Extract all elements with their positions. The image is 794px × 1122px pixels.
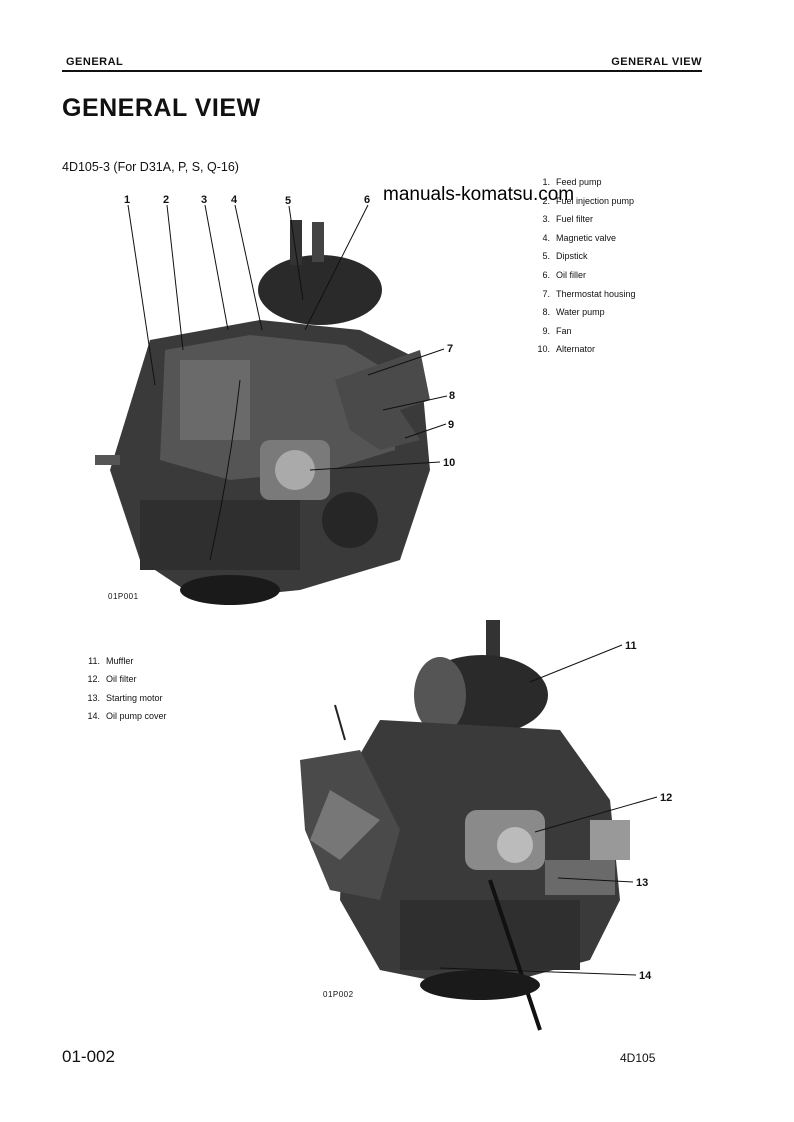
legend-item: 1. Feed pump bbox=[532, 173, 636, 192]
legend-item: 13. Starting motor bbox=[82, 689, 167, 707]
legend-item-label: Fan bbox=[556, 325, 572, 336]
legend-item: 5. Dipstick bbox=[532, 247, 636, 266]
legend-list-top: 1. Feed pump 2. Fuel injection pump 3. Fuel f… bbox=[532, 173, 636, 359]
page-title: GENERAL VIEW bbox=[62, 94, 261, 122]
legend-item: 4. Magnetic valve bbox=[532, 229, 636, 248]
legend-item-number: 11. bbox=[88, 656, 100, 666]
legend-item-number: 1. bbox=[542, 177, 550, 187]
legend-item-number: 13. bbox=[87, 692, 100, 703]
legend-item-number: 2. bbox=[542, 195, 550, 206]
legend-item: 8. Water pump bbox=[532, 303, 636, 322]
callout-leaders-1 bbox=[127, 204, 448, 471]
header-rule bbox=[62, 70, 702, 72]
callout-11: 11 bbox=[625, 640, 637, 652]
legend-item-label: Dipstick bbox=[556, 251, 588, 262]
legend-item-label: Magnetic valve bbox=[556, 232, 617, 243]
callout-3: 3 bbox=[201, 194, 207, 206]
callout-10: 10 bbox=[443, 457, 455, 469]
legend-item-label: Oil pump cover bbox=[106, 711, 167, 722]
legend-item-number: 6. bbox=[542, 269, 550, 280]
footer-model: 4D105 bbox=[620, 1051, 656, 1065]
callout-9: 9 bbox=[448, 419, 454, 431]
legend-item-label: Fuel injection pump bbox=[556, 195, 635, 206]
legend-item-label: Oil filter bbox=[106, 674, 137, 685]
legend-item-number: 5. bbox=[542, 251, 550, 262]
header-section: GENERAL bbox=[66, 56, 124, 68]
callout-2: 2 bbox=[163, 194, 169, 206]
callout-6: 6 bbox=[364, 194, 370, 206]
legend-item-label: Water pump bbox=[556, 307, 605, 318]
callout-8: 8 bbox=[449, 390, 455, 402]
legend-item-number: 14. bbox=[87, 711, 100, 722]
legend-item-label: Fuel filter bbox=[556, 214, 594, 225]
legend-item-number: 9. bbox=[542, 325, 550, 336]
legend-item-number: 12. bbox=[87, 674, 100, 685]
legend-item-number: 8. bbox=[542, 307, 550, 318]
legend-item: 2. Fuel injection pump bbox=[532, 192, 636, 211]
callout-leaders-2 bbox=[439, 644, 658, 976]
legend-item-label: Alternator bbox=[556, 344, 596, 355]
page-number: 01-002 bbox=[62, 1047, 115, 1066]
legend-item-number: 10. bbox=[537, 344, 550, 355]
legend-item: 14. Oil pump cover bbox=[82, 707, 167, 725]
engine-drawing-1 bbox=[95, 220, 430, 605]
legend-item: 10. Alternator bbox=[532, 340, 636, 359]
legend-item-label: Muffler bbox=[106, 656, 134, 666]
legend-item-number: 4. bbox=[542, 232, 550, 243]
header-page-title: GENERAL VIEW bbox=[611, 56, 702, 68]
legend-item: 12. Oil filter bbox=[82, 670, 167, 688]
figure-code-2: 01P002 bbox=[323, 990, 354, 999]
figure-code-1: 01P001 bbox=[108, 592, 139, 601]
callout-12: 12 bbox=[660, 792, 672, 804]
callout-13: 13 bbox=[636, 877, 648, 889]
legend-item-label: Feed pump bbox=[556, 177, 602, 187]
legend-item: 9. Fan bbox=[532, 322, 636, 341]
legend-item-number: 7. bbox=[542, 288, 550, 299]
legend-item-label: Oil filler bbox=[556, 269, 587, 280]
watermark: manuals-komatsu.com bbox=[383, 184, 575, 205]
callout-14: 14 bbox=[639, 970, 652, 982]
legend-item-label: Starting motor bbox=[106, 692, 163, 703]
model-subtitle: 4D105-3 (For D31A, P, S, Q-16) bbox=[62, 160, 239, 174]
engine-drawing-2 bbox=[300, 620, 630, 1031]
callout-1: 1 bbox=[124, 194, 130, 206]
callout-4: 4 bbox=[231, 194, 238, 206]
legend-item: 6. Oil filler bbox=[532, 266, 636, 285]
legend-item: 11. Muffler bbox=[82, 652, 167, 670]
legend-item-number: 3. bbox=[542, 214, 550, 225]
legend-list-bottom: 11. Muffler 12. Oil filter 13. Starting motor… bbox=[82, 652, 167, 726]
legend-item: 7. Thermostat housing bbox=[532, 285, 636, 304]
callout-5: 5 bbox=[285, 195, 291, 207]
legend-item-label: Thermostat housing bbox=[556, 288, 636, 299]
callout-7: 7 bbox=[447, 343, 453, 355]
legend-item: 3. Fuel filter bbox=[532, 210, 636, 229]
